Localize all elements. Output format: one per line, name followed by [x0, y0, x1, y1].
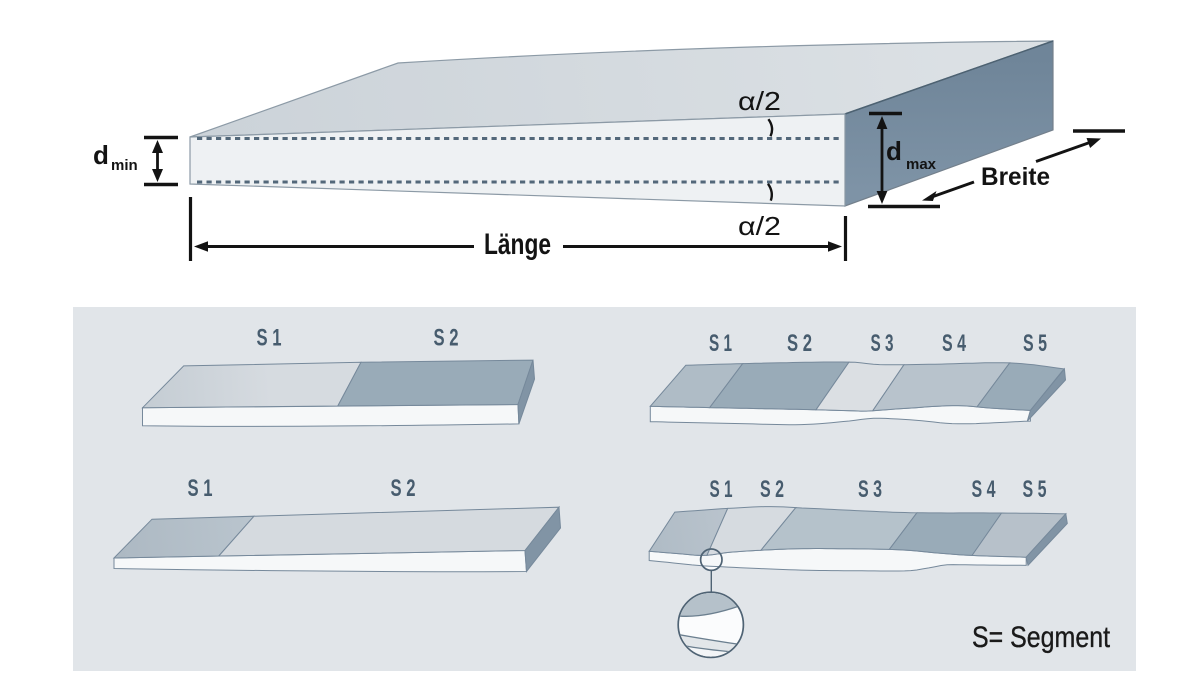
svg-text:S 5: S 5: [1023, 330, 1047, 357]
svg-text:S 5: S 5: [1023, 476, 1047, 503]
svg-text:min: min: [111, 157, 138, 174]
svg-text:S 2: S 2: [391, 475, 416, 502]
svg-text:S 1: S 1: [257, 325, 282, 352]
svg-text:max: max: [906, 156, 937, 173]
svg-text:α/2: α/2: [738, 211, 781, 241]
svg-text:d: d: [886, 136, 902, 166]
svg-text:S 2: S 2: [434, 325, 459, 352]
svg-text:d: d: [93, 140, 109, 170]
svg-text:Breite: Breite: [981, 163, 1050, 191]
svg-text:S 1: S 1: [709, 330, 732, 357]
svg-text:S 1: S 1: [188, 475, 213, 502]
svg-text:Länge: Länge: [484, 228, 551, 261]
svg-text:S 2: S 2: [760, 476, 784, 503]
svg-text:α/2: α/2: [738, 86, 781, 116]
svg-text:S 3: S 3: [871, 330, 894, 357]
svg-text:S 4: S 4: [972, 476, 996, 503]
svg-text:S 2: S 2: [787, 330, 812, 357]
svg-text:S 3: S 3: [858, 476, 882, 503]
svg-text:S= Segment: S= Segment: [972, 621, 1111, 654]
svg-text:S 4: S 4: [942, 330, 966, 357]
svg-text:S 1: S 1: [710, 476, 733, 503]
